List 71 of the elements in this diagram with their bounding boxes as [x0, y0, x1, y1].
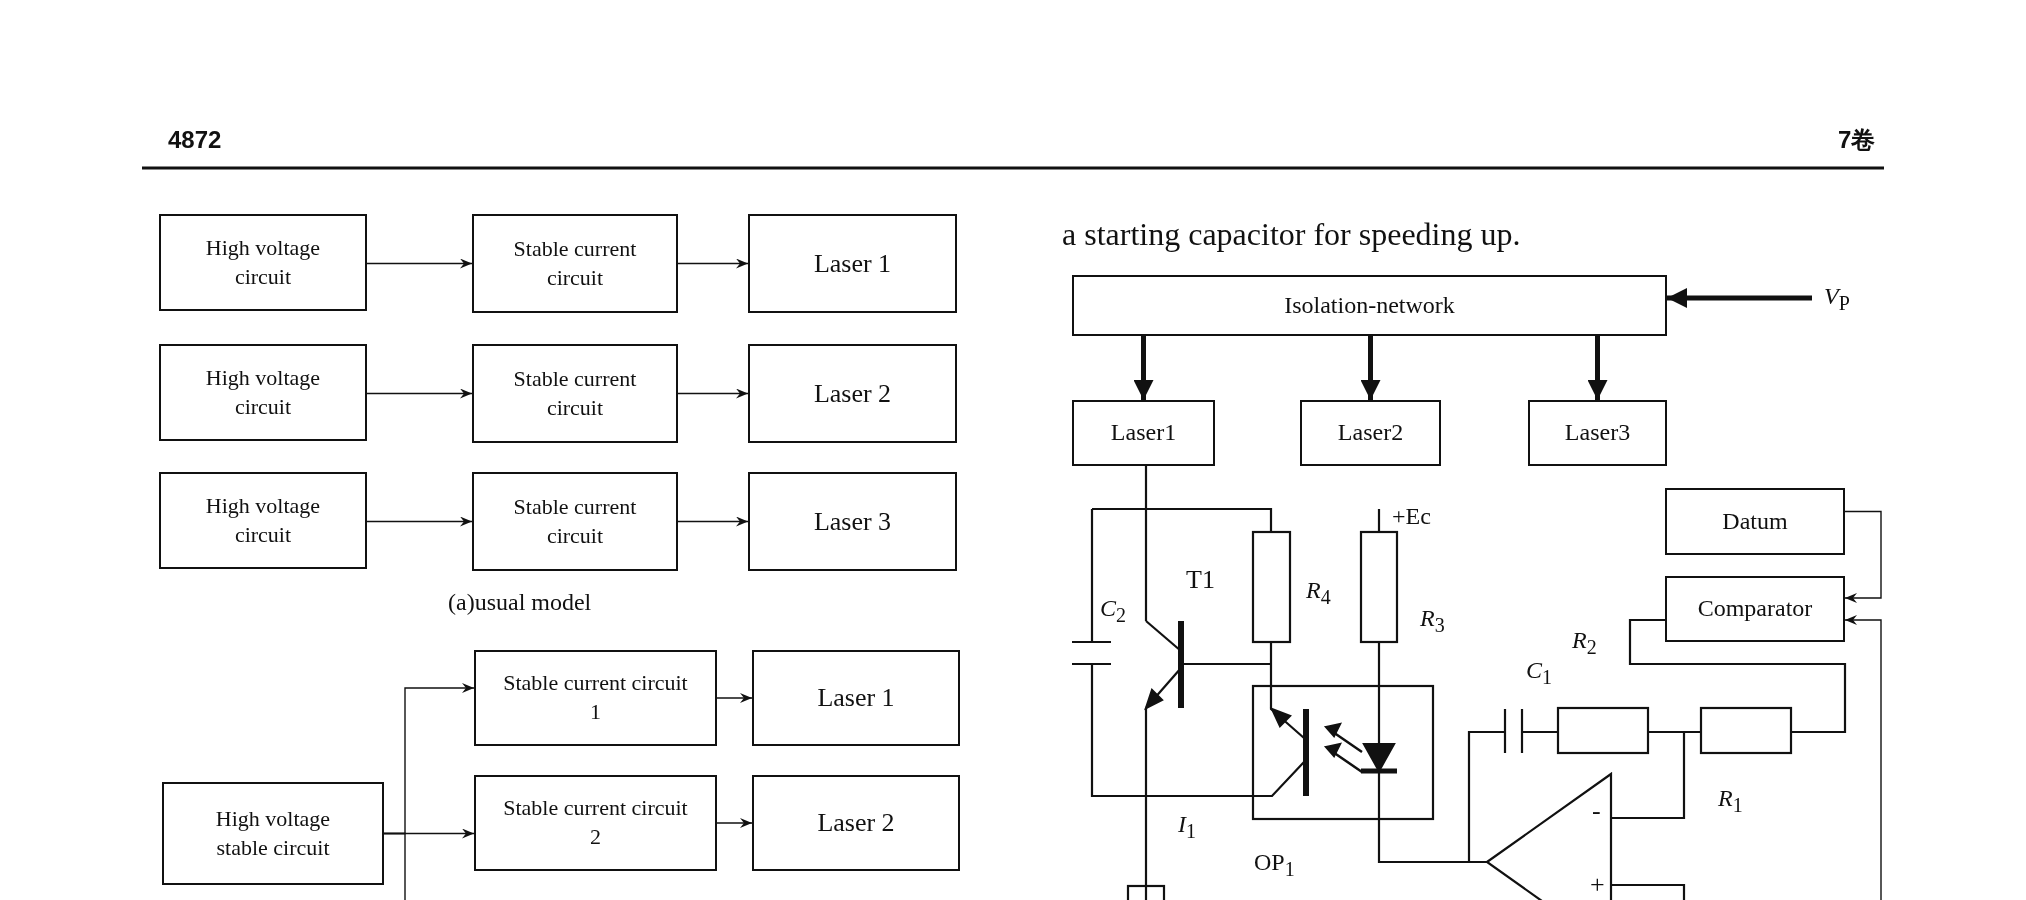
block-box — [748, 214, 957, 313]
block-box — [1072, 400, 1215, 466]
block-label: Laser2 — [1336, 418, 1405, 448]
arrow — [1133, 336, 1154, 400]
component-label: T1 — [1186, 567, 1215, 593]
block-label: Stable current circuit 1 — [502, 669, 689, 726]
block-label: Stable current circuit 2 — [502, 794, 689, 851]
arrow — [1587, 336, 1608, 400]
block-label: Laser 2 — [816, 807, 896, 840]
component-label: C$_{1}$ — [1526, 658, 1552, 687]
block-box — [159, 344, 367, 441]
block-label: Stable current circuit — [512, 364, 638, 422]
block-label: Laser 1 — [816, 682, 896, 715]
block-box — [474, 650, 717, 746]
block-box — [748, 344, 957, 443]
arrow — [677, 516, 749, 527]
block-box — [159, 472, 367, 569]
arrow — [366, 258, 473, 269]
arrow — [716, 693, 753, 703]
arrow — [677, 258, 749, 269]
block-label: Comparator — [1696, 594, 1814, 624]
block-box — [1528, 400, 1667, 466]
current-label: I$_{1}$ — [1178, 812, 1196, 841]
component-label: OP$_{1}$ — [1254, 850, 1295, 879]
arrow — [1844, 615, 1882, 900]
pin-label: - — [1592, 798, 1601, 824]
block-box — [162, 782, 384, 885]
block-label: Laser 1 — [812, 247, 893, 280]
block-label: High voltage circuit — [204, 491, 322, 549]
block-box — [159, 214, 367, 311]
signal-label: V$_{P}$ — [1823, 281, 1851, 316]
block-box — [1300, 400, 1441, 466]
block-label: Stable current circuit — [512, 234, 638, 292]
block-box — [474, 775, 717, 871]
block-label: Laser3 — [1563, 418, 1632, 448]
block-label: High voltage circuit — [204, 363, 322, 421]
arrow — [366, 516, 473, 527]
arrow — [716, 818, 753, 828]
body-text: a starting capacitor for speeding up. — [1062, 218, 1521, 250]
block-box — [472, 344, 678, 443]
block-box — [472, 472, 678, 571]
block-box — [752, 775, 960, 871]
block-label: Laser1 — [1109, 418, 1178, 448]
block-box — [1665, 488, 1845, 555]
component-label: R$_{2}$ — [1572, 628, 1597, 657]
arrow — [1844, 510, 1882, 603]
component-label: R$_{1}$ — [1718, 786, 1743, 815]
block-label: Laser 2 — [812, 377, 893, 410]
block-label: Stable current circuit — [512, 492, 638, 550]
block-label: High voltage circuit — [204, 233, 322, 291]
block-box — [748, 472, 957, 571]
block-box — [1665, 576, 1845, 642]
volume-number: 7卷 — [1838, 128, 1876, 152]
component-label: R$_{3}$ — [1420, 606, 1445, 635]
block-box — [752, 650, 960, 746]
block-box — [1072, 275, 1667, 336]
arrow — [1667, 288, 1812, 308]
arrow — [1360, 336, 1381, 400]
block-label: Datum — [1721, 506, 1789, 536]
voltage-label: +Ec — [1392, 504, 1431, 528]
block-label: Laser 3 — [812, 505, 893, 538]
block-label: High voltage stable circuit — [214, 804, 332, 862]
pin-label: + — [1590, 872, 1605, 898]
block-label: Isolation-network — [1283, 290, 1456, 320]
block-box — [472, 214, 678, 313]
arrow — [366, 388, 473, 399]
figure-caption: (a)usual model — [448, 590, 592, 614]
component-label: C$_{2}$ — [1100, 596, 1126, 625]
arrow — [677, 388, 749, 399]
component-label: R$_{4}$ — [1306, 578, 1331, 607]
page-number: 4872 — [168, 128, 222, 152]
